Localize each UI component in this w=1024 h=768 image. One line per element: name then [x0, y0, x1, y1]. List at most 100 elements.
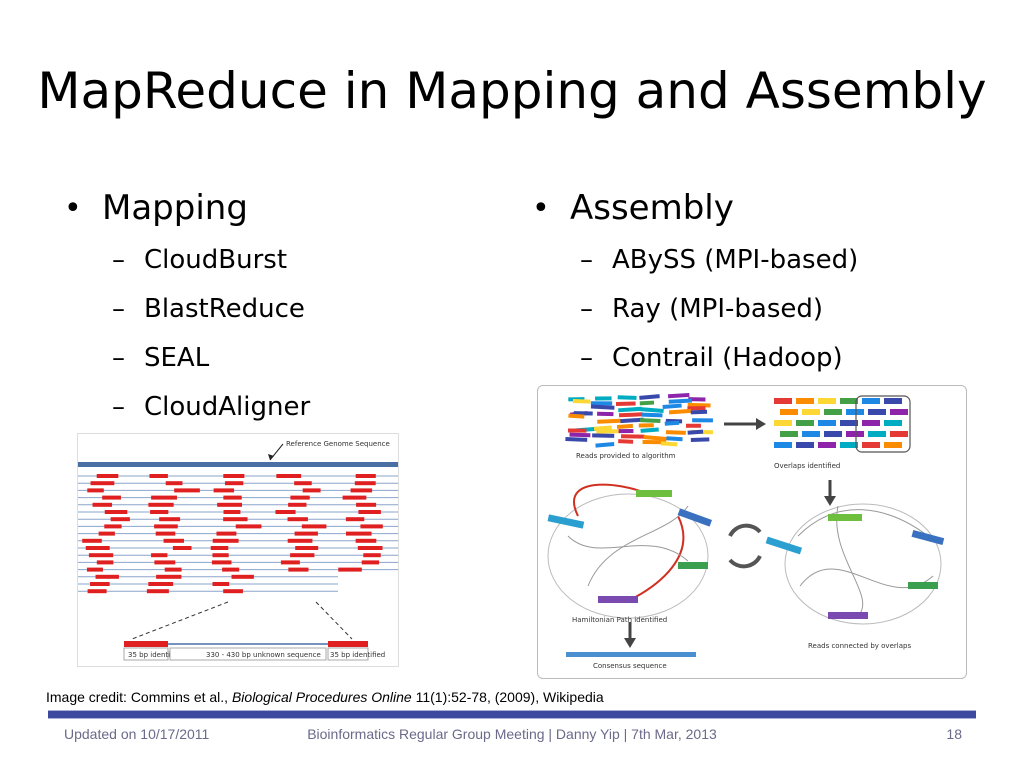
sequence-read	[667, 392, 690, 399]
mapped-read	[163, 538, 184, 543]
mapped-read	[96, 560, 114, 565]
mapped-read	[90, 481, 115, 486]
sequence-read	[662, 403, 682, 410]
list-item: –SEAL	[64, 334, 310, 383]
mapped-read	[104, 510, 128, 514]
mapped-read	[212, 538, 239, 543]
mapped-read	[346, 531, 372, 536]
assembly-diagram: Reads provided to algorithm Overlaps ide…	[547, 392, 945, 670]
overlap-read	[890, 409, 908, 415]
overlap-read	[774, 420, 792, 426]
right-box	[327, 647, 369, 661]
list-item: –CloudAligner	[64, 383, 310, 432]
sequence-read	[615, 401, 636, 406]
mapped-read	[88, 553, 114, 558]
mapped-read	[210, 546, 229, 550]
sequence-read	[567, 428, 587, 433]
cycle-arrow-icon	[728, 555, 762, 569]
connected-label: Reads connected by overlaps	[808, 642, 911, 650]
overlap-read	[884, 420, 902, 426]
mapped-read	[290, 495, 310, 500]
sequence-read	[687, 406, 706, 411]
mapped-read	[355, 474, 376, 478]
overlap-read	[796, 442, 814, 448]
mapped-read	[212, 582, 230, 586]
overlap-read	[840, 442, 858, 448]
overlap-read	[774, 442, 792, 448]
middle-box-label: 330 - 430 bp unknown sequence	[206, 651, 321, 659]
left-read-block	[124, 641, 168, 647]
list-item: –ABySS (MPI-based)	[532, 236, 858, 285]
overlap-read	[796, 398, 814, 404]
mapped-read	[96, 474, 119, 478]
mapped-reads	[78, 474, 398, 594]
overlap-graph	[784, 503, 942, 625]
overlap-read	[818, 398, 836, 404]
mapped-read	[165, 481, 183, 486]
assembly-column: • Assembly –ABySS (MPI-based) –Ray (MPI-…	[532, 188, 858, 383]
sequence-read	[660, 441, 678, 447]
read-node	[911, 529, 945, 546]
sequence-read	[666, 436, 683, 442]
sequence-read	[685, 423, 701, 428]
overlap-read	[862, 398, 880, 404]
assembly-heading: • Assembly	[532, 188, 858, 228]
mapped-read	[355, 538, 377, 543]
right-read-block	[328, 641, 368, 647]
hamiltonian-label: Hamiltonian Path identified	[572, 616, 667, 624]
mapped-read	[350, 488, 373, 493]
mapped-read	[288, 502, 307, 507]
mapped-read	[363, 553, 381, 558]
overlap-read	[802, 431, 820, 437]
read-pile	[565, 392, 714, 448]
overlap-read	[846, 409, 864, 415]
mapped-read	[150, 510, 169, 514]
overlap-read	[818, 420, 836, 426]
overlap-read	[780, 409, 798, 415]
assembly-heading-text: Assembly	[570, 188, 734, 228]
middle-box	[169, 647, 327, 661]
sequence-read	[640, 427, 659, 433]
sequence-read	[688, 397, 706, 402]
sequence-read	[639, 400, 655, 406]
mapped-read	[172, 546, 192, 550]
mapped-read	[154, 560, 176, 565]
zoom-line-left	[131, 601, 229, 640]
mapping-heading-text: Mapping	[102, 188, 248, 228]
sequence-read	[621, 434, 645, 439]
sequence-read	[616, 423, 634, 429]
graph-edge	[836, 505, 864, 617]
sequence-read	[572, 398, 591, 404]
read-node	[677, 508, 713, 527]
sequence-read	[590, 401, 613, 406]
mapped-read	[154, 524, 178, 529]
dash-icon: –	[112, 343, 125, 373]
sequence-read	[687, 429, 704, 435]
overlap-read	[824, 431, 842, 437]
mapped-read	[156, 574, 182, 579]
read-node	[678, 562, 708, 569]
overlap-read	[884, 442, 902, 448]
mapped-read	[102, 495, 121, 500]
read-mapping-figure: Reference Genome Sequence 35 bp identifi…	[77, 433, 399, 667]
mapped-read	[276, 474, 302, 478]
path-edge	[573, 483, 649, 517]
sequence-read	[565, 437, 588, 442]
mapped-read	[148, 502, 174, 507]
mapped-read	[358, 510, 381, 514]
sequence-read	[596, 429, 620, 434]
mapped-read	[302, 488, 321, 493]
read-node	[828, 514, 862, 521]
consensus-label: Consensus sequence	[593, 662, 667, 670]
dash-icon: –	[112, 294, 125, 324]
mapped-read	[104, 524, 122, 529]
mapped-read	[155, 531, 176, 536]
reference-sequence-bar	[78, 462, 398, 467]
overlap-read	[796, 420, 814, 426]
slide-number: 18	[946, 726, 962, 742]
mapped-read	[295, 546, 319, 550]
mapping-column: • Mapping –CloudBurst –BlastReduce –SEAL…	[64, 188, 310, 432]
mapped-read	[174, 488, 200, 493]
arrow-head-icon	[824, 496, 836, 506]
mapped-read	[294, 531, 318, 536]
